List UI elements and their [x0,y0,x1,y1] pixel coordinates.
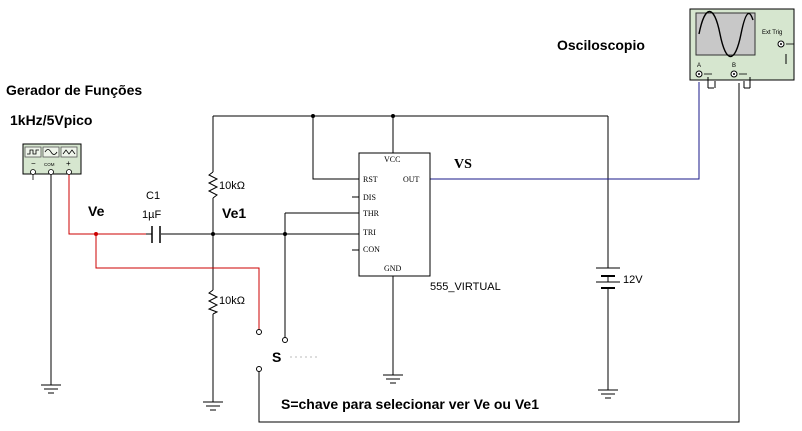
vs-label: VS [454,157,472,172]
junction-dots [94,114,395,236]
ic-name-label: 555_VIRTUAL [430,281,501,293]
pin-out: OUT [403,175,420,184]
battery-12v [596,262,620,289]
c1-value: 1µF [142,209,161,221]
pin-vcc: VCC [384,155,400,164]
pin-dis: DIS [363,193,376,202]
ic-555: VCC RST OUT DIS THR TRI CON GND [358,152,431,277]
oscilloscope-title: Osciloscopio [557,37,645,53]
resistor-r2 [207,289,219,315]
oscilloscope: Ext Trig A B [689,8,795,81]
gen-plus-label: + [66,159,71,168]
ve1-label: Ve1 [222,205,246,221]
c1-name: C1 [146,190,160,202]
switch-label: S [272,349,281,365]
capacitor-c1 [151,226,161,243]
sine-trace-icon [698,11,754,57]
square-wave-icon [27,149,39,155]
pin-tri: TRI [363,228,376,237]
ground-battery [598,389,618,399]
channel-b-label: B [732,63,736,69]
ext-trig-label: Ext Trig [762,30,782,36]
generator-title: Gerador de Funções [6,82,142,98]
switch-note: S=chave para selecionar ver Ve ou Ve1 [281,396,539,412]
gen-terminal-com[interactable] [48,169,54,175]
triangle-wave-icon [62,149,76,155]
gen-minus-label: − [31,159,36,168]
pin-rst: RST [363,175,378,184]
pin-thr: THR [363,209,380,218]
ve-wire [68,174,260,329]
triangle-wave-button[interactable] [60,146,78,158]
ground-generator [41,384,61,394]
switch-s[interactable] [256,329,288,372]
r2-value: 10kΩ [219,295,245,307]
scope-screen [695,12,756,56]
ground-resistor [203,401,223,411]
vs-wire [430,82,700,180]
sine-wave-icon [44,149,58,155]
gen-com-label: COM [44,162,55,167]
pin-gnd: GND [384,264,402,273]
battery-label: 12V [623,274,643,286]
resistor-r1 [207,171,219,199]
function-generator: − COM + [22,143,82,180]
ground-555 [383,374,403,384]
pin-con: CON [363,245,380,254]
channel-a-label: A [697,63,701,69]
generator-spec: 1kHz/5Vpico [10,112,92,128]
gen-terminal-plus[interactable] [66,169,72,175]
gen-terminal-minus[interactable] [30,169,36,175]
ve-label: Ve [88,203,105,219]
r1-value: 10kΩ [219,180,245,192]
